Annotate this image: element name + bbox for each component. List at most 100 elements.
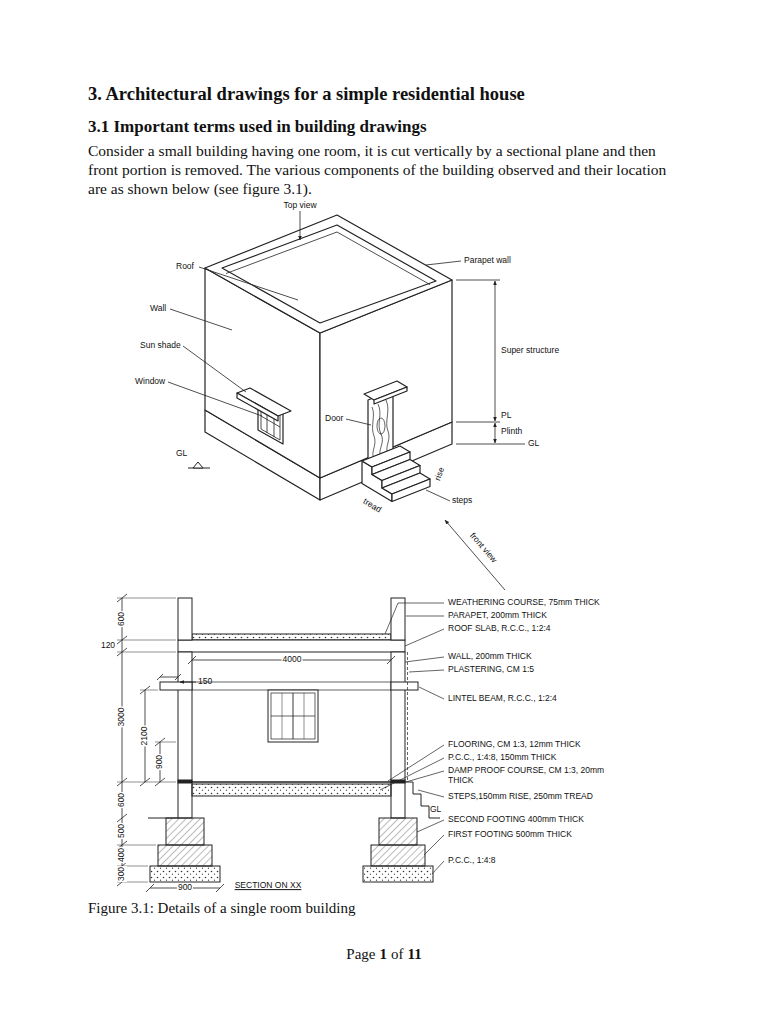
- leader-line: [409, 670, 444, 672]
- dimension-lines: [117, 594, 395, 892]
- dimension-tick: [155, 738, 165, 786]
- level-label: GL: [430, 805, 441, 815]
- door-canopy-edge: [374, 387, 407, 404]
- footing-pcc: [363, 866, 433, 882]
- material-note: P.C.C., 1:4:8, 150mm THICK: [448, 753, 556, 763]
- dimension-value: 4000: [282, 655, 303, 665]
- first-footing: [371, 845, 425, 866]
- ground-line: [456, 444, 525, 445]
- material-note: FLOORING, CM 1:3, 12mm THICK: [448, 740, 581, 750]
- section-drawing: [148, 598, 440, 882]
- part-label: tread: [361, 497, 383, 515]
- door-grain: [372, 407, 375, 456]
- section-heading: 3.1 Important terms used in building dra…: [88, 117, 427, 137]
- dimension-value: 900: [155, 754, 165, 770]
- door-grain: [386, 400, 389, 451]
- leader-line: [426, 261, 461, 265]
- figure-caption: Figure 3.1: Details of a single room bui…: [88, 900, 355, 917]
- dimension-tick: [140, 686, 150, 786]
- window-bar: [271, 716, 315, 717]
- leader-line: [346, 419, 371, 425]
- part-label: steps: [452, 496, 472, 506]
- leader-line: [168, 382, 262, 416]
- material-note: SECOND FOOTING 400mm THICK: [448, 815, 584, 825]
- dimension-value: 600: [117, 611, 127, 627]
- leader-line: [426, 490, 450, 501]
- part-label: Plinth: [501, 427, 522, 437]
- page-number: 11: [407, 946, 421, 963]
- flooring: [192, 781, 391, 783]
- dimension-value: 3000: [117, 707, 127, 728]
- leader-lines: [380, 603, 444, 874]
- dimension-value: 150: [198, 677, 212, 687]
- leader-line: [385, 603, 444, 634]
- dimension-value: 400: [117, 847, 127, 863]
- material-note: DAMP PROOF COURSE, CM 1:3, 20mm THICK: [448, 766, 608, 786]
- view-arrow: [445, 520, 505, 590]
- dimension-value: 500: [117, 823, 127, 839]
- leader-line: [406, 616, 444, 617]
- page-number: Page: [346, 946, 375, 963]
- extension-line: [456, 280, 500, 281]
- weathering-course: [192, 634, 391, 640]
- window-bar: [282, 693, 283, 739]
- material-note: P.C.C., 1:4:8: [448, 856, 496, 866]
- material-note: LINTEL BEAM, R.C.C., 1:2:4: [448, 694, 557, 704]
- extension-line: [117, 598, 176, 882]
- extension-line: [456, 422, 500, 423]
- extension-line: [140, 690, 158, 691]
- damp-proof-course: [391, 780, 405, 783]
- part-label: Sun shade: [140, 341, 181, 351]
- floor-pcc: [192, 784, 391, 796]
- material-note: PARAPET, 200mm THICK: [448, 611, 547, 621]
- part-label: Roof: [176, 262, 194, 272]
- dimension-tick: [157, 674, 181, 680]
- leader-line: [418, 790, 444, 797]
- material-note: WALL, 200mm THICK: [448, 652, 532, 662]
- dimension-value: 120: [101, 641, 115, 651]
- view-label: front view: [467, 531, 498, 565]
- second-footing: [166, 818, 204, 845]
- leader-line: [419, 687, 444, 699]
- parapet: [178, 598, 192, 640]
- part-label: Window: [135, 377, 165, 387]
- first-footing: [158, 845, 212, 866]
- page-number: of: [391, 946, 404, 963]
- dimension-tick: [188, 656, 395, 664]
- dimension-value: 900: [177, 883, 193, 893]
- page-number: 1: [379, 946, 387, 963]
- leader-line: [424, 835, 444, 855]
- body-paragraph: Consider a small building having one roo…: [88, 141, 686, 198]
- level-label: GL: [528, 439, 539, 449]
- ground-line: [429, 818, 440, 819]
- leader-line: [388, 745, 444, 781]
- leader-line: [417, 820, 444, 832]
- leader-line: [405, 629, 444, 646]
- dimension-line: [495, 281, 496, 421]
- part-label: Door: [325, 414, 343, 424]
- leader-line: [406, 771, 444, 782]
- part-label: Parapet wall: [464, 256, 511, 266]
- sun-shade-edge: [237, 393, 278, 421]
- material-note: WEATHERING COURSE, 75mm THICK: [448, 598, 600, 608]
- section-title: SECTION ON XX: [235, 881, 302, 891]
- ground-symbol: [193, 462, 203, 468]
- view-label: Top view: [283, 201, 316, 211]
- dimension-line: [495, 423, 496, 443]
- parapet-inner-edge: [226, 232, 430, 285]
- material-note: PLASTERING, CM 1:5: [448, 665, 534, 675]
- lintel-beam: [391, 682, 418, 690]
- window: [268, 690, 318, 742]
- page-title: 3. Architectural drawings for a simple r…: [88, 84, 525, 105]
- door-knot: [377, 418, 385, 434]
- material-note: FIRST FOOTING 500mm THICK: [448, 830, 572, 840]
- part-label: rise: [433, 466, 447, 482]
- leader-line: [170, 309, 232, 330]
- plastering: [407, 652, 408, 782]
- dimension-value: 2100: [140, 726, 150, 747]
- part-label: Super structure: [501, 346, 559, 356]
- leader-line: [183, 346, 246, 392]
- level-label: GL: [176, 449, 187, 459]
- steps: [405, 782, 429, 818]
